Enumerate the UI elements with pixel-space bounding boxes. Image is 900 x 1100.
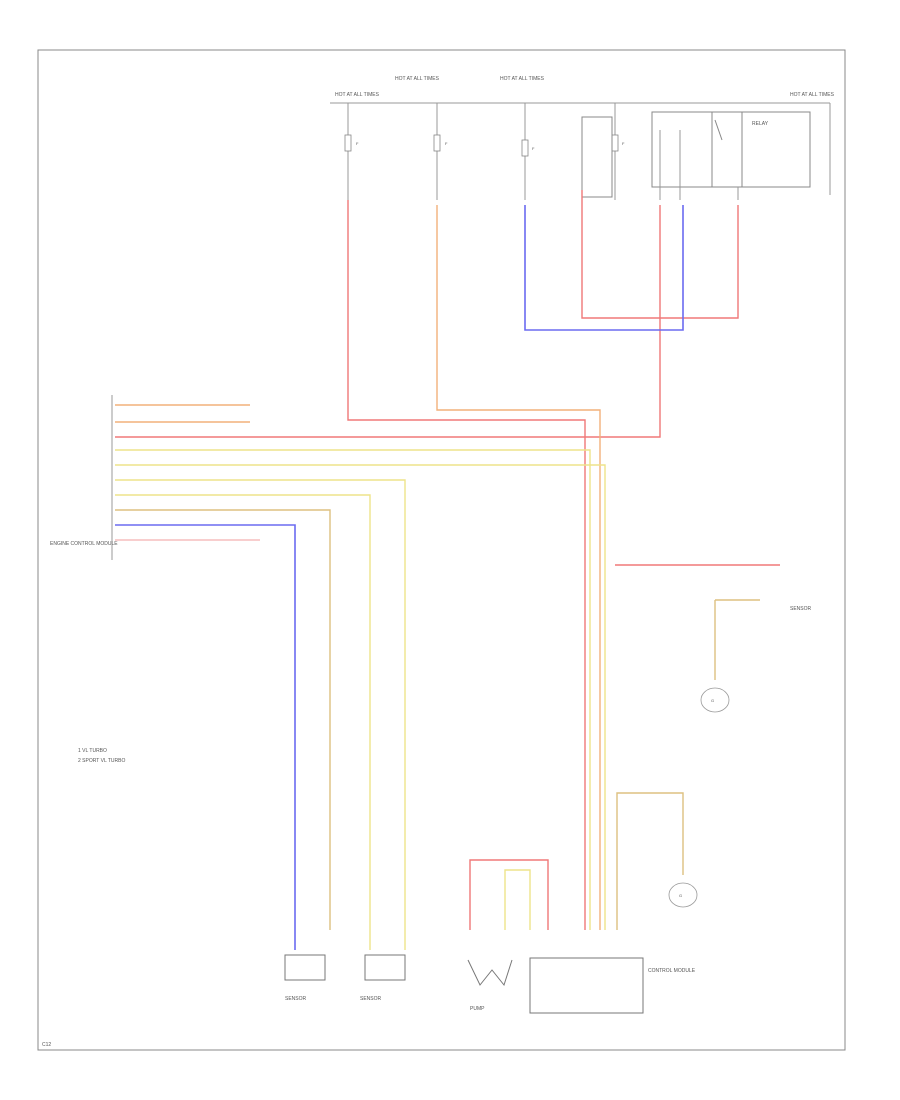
svg-text:F: F: [445, 141, 448, 146]
fuse-3: F: [521, 103, 535, 200]
fuse-header-2: HOT AT ALL TIMES: [395, 76, 440, 82]
footer-code: C12: [42, 1042, 51, 1048]
control-module-label: CONTROL MODULE: [648, 968, 696, 974]
legend-line-1: 1 VL TURBO: [78, 748, 107, 754]
svg-text:ENGINE CONTROL MODULE: ENGINE CONTROL MODULE: [50, 541, 118, 547]
svg-text:F: F: [622, 141, 625, 146]
ecm-connector: ENGINE CONTROL MODULE: [50, 395, 118, 560]
fuse-header-3: HOT AT ALL TIMES: [500, 76, 545, 82]
wire-tan-main: [115, 509, 760, 930]
legend-line-2: 2 SPORT VL TURBO: [78, 758, 125, 764]
control-module-box: [529, 957, 644, 1014]
diagram-frame: [37, 49, 846, 1051]
wire-red-main: [115, 190, 780, 930]
ground-label-2: G: [679, 893, 682, 898]
relay-box: [651, 111, 743, 188]
relay-outline: [581, 116, 613, 198]
ground-label-1: G: [711, 698, 714, 703]
fuse-header-4: HOT AT ALL TIMES: [790, 92, 835, 98]
fuse-header-1: HOT AT ALL TIMES: [335, 92, 380, 98]
svg-text:F: F: [532, 146, 535, 151]
pump-symbol: [467, 959, 513, 987]
fuse-4: F: [611, 103, 625, 200]
wire-orange-main: [115, 205, 601, 930]
sensor-box-1: [284, 954, 326, 981]
sensor-box-2: [364, 954, 406, 981]
wire-blue-main: [115, 205, 684, 950]
wire-yellow-main: [115, 449, 606, 950]
sensor-label-3: SENSOR: [790, 606, 812, 612]
ground-symbol-2: [668, 882, 698, 908]
sensor-label-1: SENSOR: [285, 996, 307, 1002]
relay-coil-box: [711, 111, 811, 188]
fuse-2: F: [433, 103, 448, 200]
pump-label: PUMP: [470, 1006, 485, 1012]
fuse-1: F: [344, 103, 359, 200]
ground-symbol-1: [700, 687, 730, 713]
sensor-label-2: SENSOR: [360, 996, 382, 1002]
svg-text:F: F: [356, 141, 359, 146]
relay-label: RELAY: [752, 121, 769, 127]
